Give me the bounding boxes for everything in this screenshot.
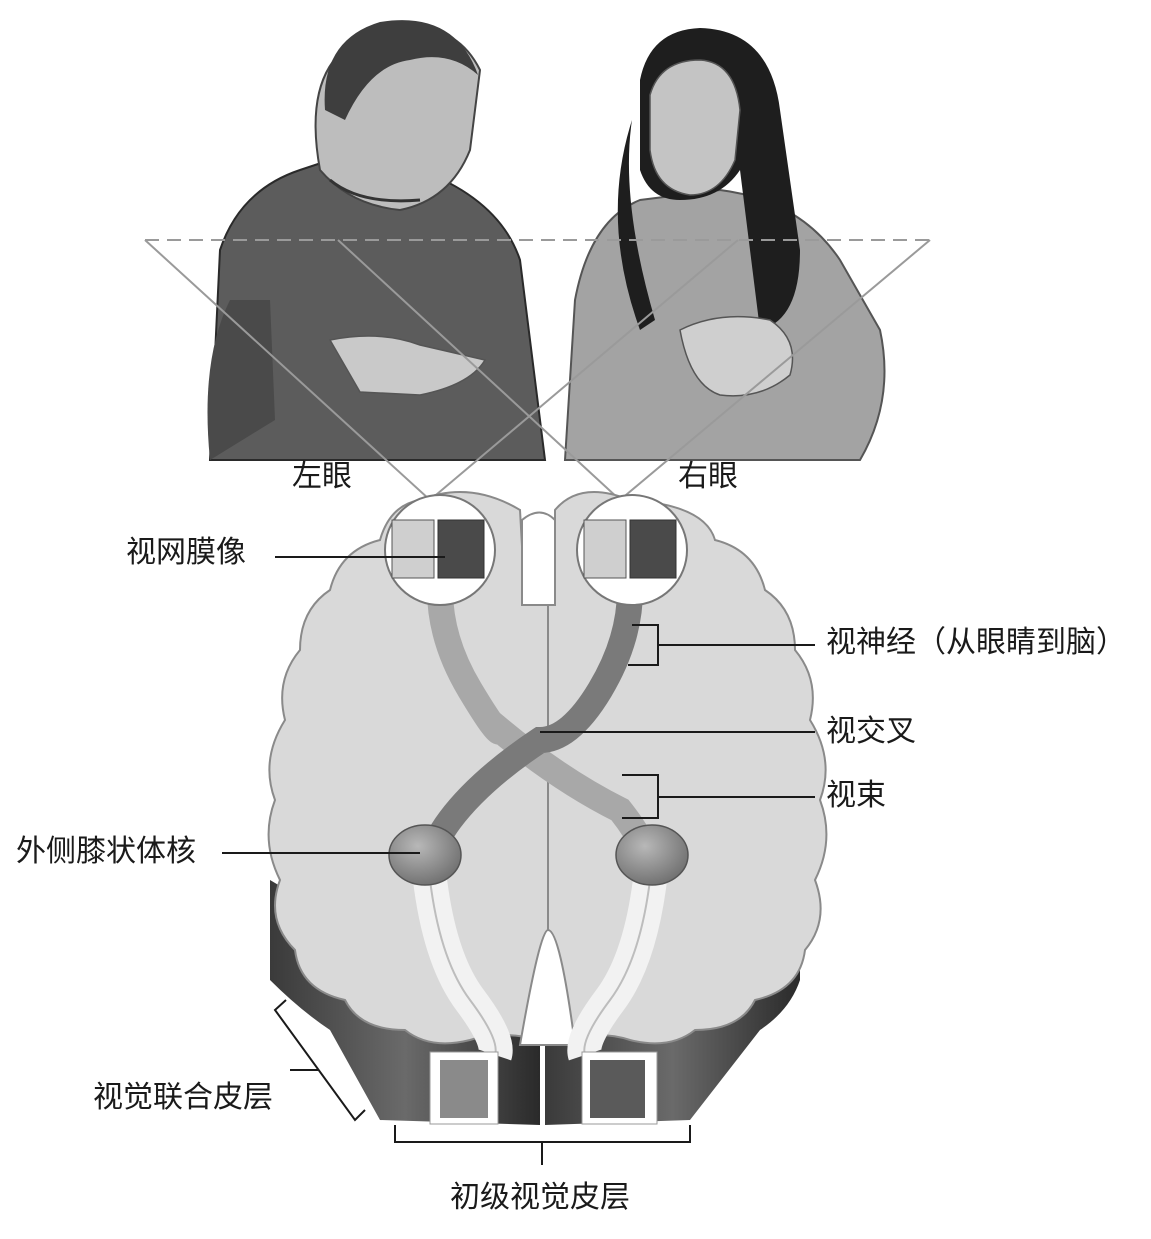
cortex-image-left bbox=[429, 1051, 499, 1125]
lgn-left bbox=[388, 824, 462, 886]
primary-visual-cortex-label: 初级视觉皮层 bbox=[450, 1180, 630, 1215]
optic-nerve-label: 视神经（从眼睛到脑） bbox=[826, 625, 1126, 660]
retinal-image-right bbox=[583, 519, 677, 579]
visual-association-cortex-label: 视觉联合皮层 bbox=[93, 1080, 273, 1115]
optic-nerve-right bbox=[417, 577, 643, 873]
optic-tract-label: 视束 bbox=[826, 778, 886, 813]
retinal-image-left bbox=[391, 519, 485, 579]
optic-chiasm-label: 视交叉 bbox=[826, 714, 916, 749]
left-eye-label: 左眼 bbox=[292, 459, 352, 494]
optic-nerve-left bbox=[427, 577, 663, 873]
man-figure bbox=[207, 20, 547, 461]
lgn-right bbox=[615, 824, 689, 886]
brain bbox=[267, 491, 828, 1125]
retinal-image-label: 视网膜像 bbox=[126, 535, 246, 570]
lateral-geniculate-label: 外侧膝状体核 bbox=[16, 834, 196, 869]
woman-figure bbox=[563, 28, 886, 461]
visual-field-lines bbox=[144, 239, 931, 501]
leader-lines bbox=[222, 556, 815, 1165]
right-eye-label: 右眼 bbox=[678, 459, 738, 494]
cortex-image-right bbox=[581, 1051, 658, 1125]
